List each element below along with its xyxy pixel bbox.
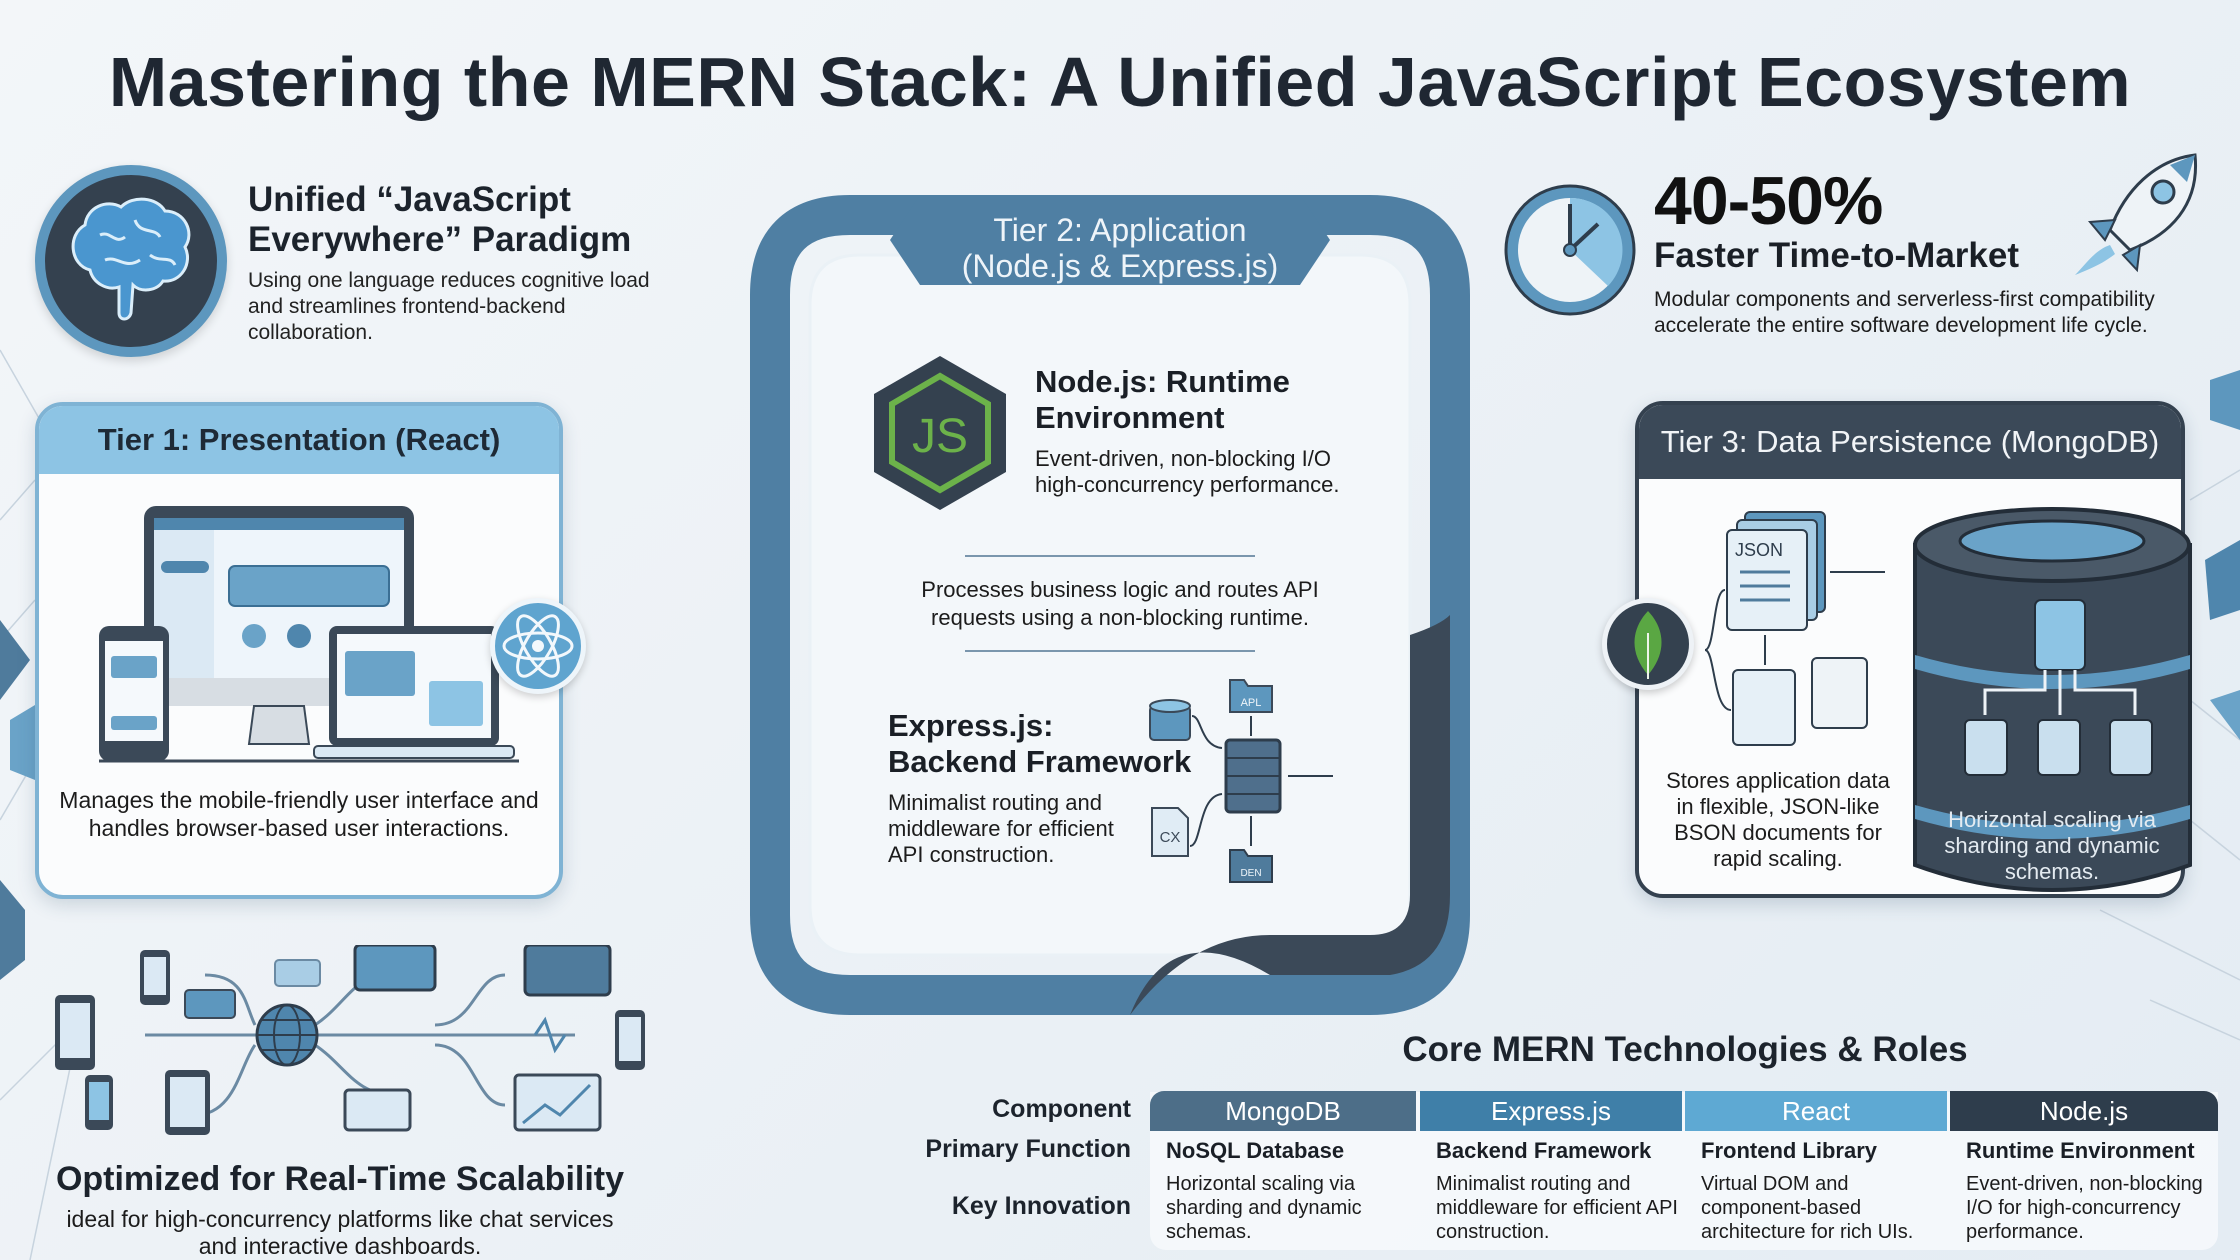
tier2-header: Tier 2: Application (Node.js & Express.j…: [0, 212, 2240, 284]
mongodb-badge: [1602, 598, 1694, 690]
stat-description: Modular components and serverless-first …: [1654, 288, 2155, 337]
nodejs-desc-line1: Event-driven, non-blocking I/O: [1035, 446, 1331, 471]
tier1-card: Tier 1: Presentation (React) Manages the…: [35, 402, 563, 899]
network-devices-icon: [55, 945, 645, 1135]
realtime-title: Optimized for Real-Time Scalability: [55, 1160, 625, 1198]
table-cell-innovation: Event-driven, non-blocking I/O for high-…: [1966, 1173, 2203, 1243]
bottom-folder-label: DEN: [1240, 868, 1261, 879]
database-cylinder-icon: [1913, 507, 2192, 892]
tier2-desc-line1: Processes business logic and routes API: [921, 577, 1319, 602]
brain-icon: [71, 197, 191, 321]
table-header-cell: Node.js: [1950, 1091, 2218, 1131]
api-folder-label: APL: [1241, 697, 1262, 709]
express-server-diagram: APL CX DEN: [1149, 679, 1333, 883]
database-icon: [1149, 699, 1191, 741]
nodejs-hexagon-icon: JS: [874, 356, 1006, 510]
table-header-cell: React: [1685, 1091, 1947, 1131]
server-rack-icon: [1224, 738, 1282, 814]
table-cell-innovation: Horizontal scaling via sharding and dyna…: [1166, 1173, 1362, 1243]
table-title: Core MERN Technologies & Roles: [1402, 1030, 1968, 1069]
tier2-header-line2: (Node.js & Express.js): [961, 248, 1279, 284]
tier2-description: Processes business logic and routes API …: [860, 576, 1380, 632]
rocket-icon: [2075, 153, 2198, 275]
react-badge: [490, 598, 586, 694]
tier1-header: Tier 1: Presentation (React): [39, 406, 559, 474]
document-file-icon: CX: [1151, 807, 1189, 857]
table-cell-innovation: Virtual DOM and component-based architec…: [1701, 1173, 1914, 1243]
tier2-header-line1: Tier 2: Application: [993, 212, 1247, 248]
responsive-devices-icon: [99, 506, 519, 763]
brain-badge: [35, 165, 227, 357]
nodejs-title-line1: Node.js: Runtime: [1035, 364, 1290, 399]
nodejs-desc-line2: high-concurrency performance.: [1035, 472, 1340, 497]
react-atom-icon: [502, 614, 574, 678]
tier3-header: Tier 3: Data Persistence (MongoDB): [1639, 405, 2181, 479]
express-title-line2: Backend Framework: [888, 744, 1192, 779]
table-cell-function: Frontend Library: [1701, 1138, 1878, 1163]
cylinder-description: Horizontal scaling via sharding and dyna…: [1944, 807, 2160, 884]
table-cell-function: Backend Framework: [1436, 1138, 1652, 1163]
page-title: Mastering the MERN Stack: A Unified Java…: [108, 43, 2132, 121]
api-folder-icon: APL: [1229, 679, 1273, 713]
tier2-desc-line2: requests using a non-blocking runtime.: [931, 605, 1309, 630]
table-header-cell: MongoDB: [1150, 1091, 1416, 1131]
nodejs-description: Event-driven, non-blocking I/O high-conc…: [1035, 446, 1339, 498]
express-title: Express.js: Backend Framework: [888, 708, 1191, 780]
unified-description: Using one language reduces cognitive loa…: [248, 269, 650, 344]
realtime-description: ideal for high-concurrency platforms lik…: [66, 1206, 614, 1259]
bottom-folder-icon: DEN: [1229, 849, 1273, 883]
row-label-component: Component: [992, 1095, 1131, 1123]
express-title-line1: Express.js:: [888, 708, 1054, 743]
tier3-description: Stores application data in flexible, JSO…: [1666, 768, 1890, 871]
nodejs-title-line2: Environment: [1035, 400, 1225, 435]
table-cell-innovation: Minimalist routing and middleware for ef…: [1436, 1173, 1678, 1243]
stat-label: Faster Time-to-Market: [1654, 236, 2020, 275]
tier1-description: Manages the mobile-friendly user interfa…: [59, 787, 539, 841]
clock-icon: [1504, 184, 1636, 316]
unified-title: Unified “JavaScript Everywhere” Paradigm: [248, 180, 632, 259]
mongodb-leaf-icon: [1634, 611, 1662, 679]
stat-value: 40-50%: [1654, 163, 1883, 239]
json-label: JSON: [1735, 540, 1783, 560]
row-label-function: Primary Function: [925, 1135, 1131, 1163]
doc-file-label: CX: [1160, 829, 1181, 846]
table-cell-function: Runtime Environment: [1966, 1138, 2195, 1163]
table-header-cell: Express.js: [1420, 1091, 1682, 1131]
row-label-innovation: Key Innovation: [951, 1192, 1131, 1220]
table-cell-function: NoSQL Database: [1166, 1138, 1345, 1163]
nodejs-icon-text: JS: [912, 410, 968, 463]
express-description: Minimalist routing and middleware for ef…: [888, 790, 1114, 867]
nodejs-title: Node.js: Runtime Environment: [1035, 364, 1290, 436]
json-documents-icon: JSON: [1704, 511, 1885, 746]
